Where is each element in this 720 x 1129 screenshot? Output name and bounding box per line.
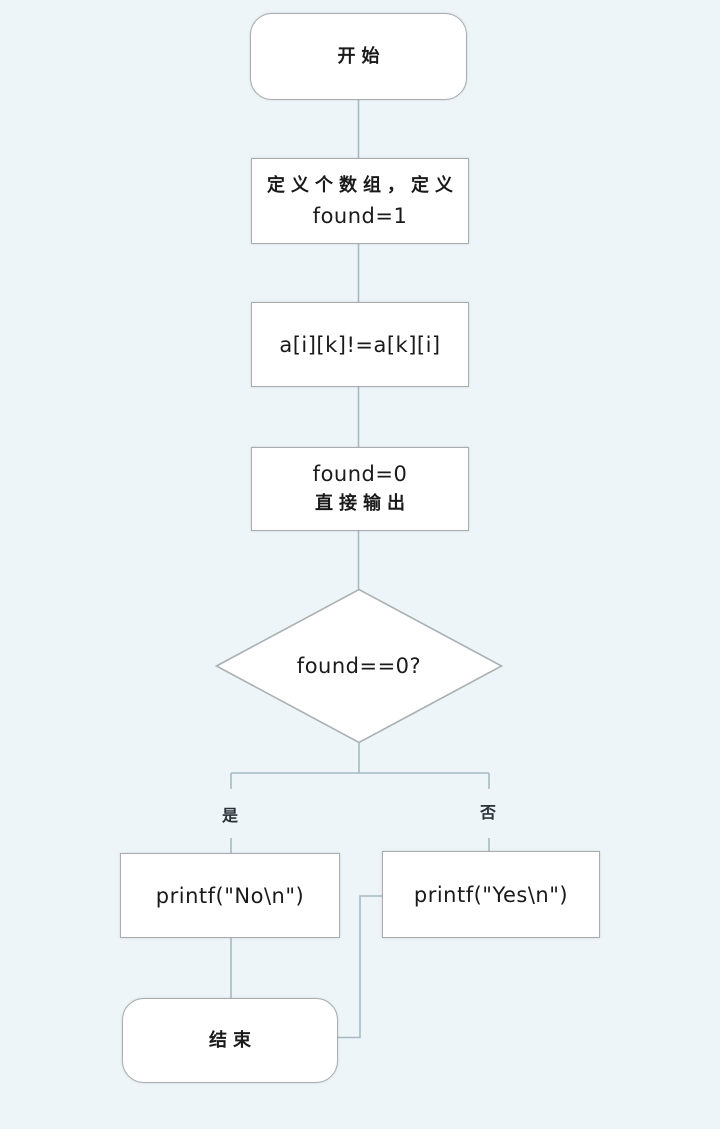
node-define-line2: found=1 bbox=[312, 204, 408, 228]
node-print-no-label: printf("No\n") bbox=[155, 883, 305, 908]
node-decision: found==0? bbox=[259, 589, 459, 743]
node-end: 结束 bbox=[122, 998, 338, 1083]
node-set-found-line2: 直接输出 bbox=[315, 493, 411, 514]
node-define-line1: 定义个数组，定义 bbox=[267, 175, 459, 196]
node-print-yes-label: printf("Yes\n") bbox=[413, 882, 569, 907]
node-start-label: 开始 bbox=[337, 45, 386, 67]
node-print-no: printf("No\n") bbox=[120, 853, 340, 938]
node-define-array: 定义个数组，定义 found=1 bbox=[251, 158, 469, 244]
node-set-found-line1: found=0 bbox=[312, 462, 408, 486]
branch-label-yes: 是 bbox=[221, 806, 238, 825]
node-compare-elements: a[i][k]!=a[k][i] bbox=[251, 302, 469, 387]
node-set-found: found=0 直接输出 bbox=[251, 447, 469, 531]
node-decision-label: found==0? bbox=[296, 654, 422, 678]
node-compare-label: a[i][k]!=a[k][i] bbox=[279, 332, 441, 357]
node-start: 开始 bbox=[250, 13, 467, 100]
branch-label-no: 否 bbox=[479, 803, 496, 822]
connector-printyes-end bbox=[338, 895, 382, 1039]
node-print-yes: printf("Yes\n") bbox=[382, 851, 600, 938]
node-end-label: 结束 bbox=[209, 1029, 257, 1051]
decision-diamond-shape bbox=[214, 588, 504, 744]
